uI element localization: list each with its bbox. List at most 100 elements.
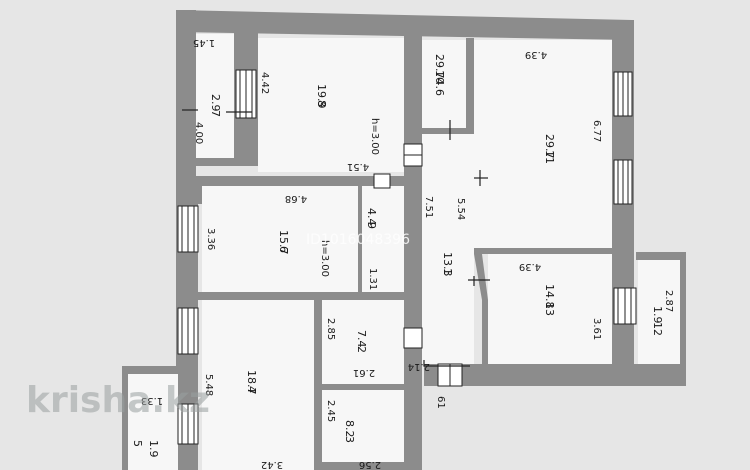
- room-9-area: 4.4: [365, 208, 378, 226]
- room-8-area: 19.9: [315, 84, 328, 109]
- room-4-area: 18.7: [245, 370, 258, 395]
- wall-11-13: [474, 248, 614, 254]
- dim-2-87: 2.87: [663, 290, 674, 312]
- room-7-area: 2.9: [209, 94, 222, 112]
- window-4: [177, 307, 199, 355]
- dim-2-61: 2.61: [353, 367, 375, 378]
- room-5-label: 5: [131, 440, 144, 447]
- room-2: [322, 300, 404, 384]
- dim-3-42: 3.42: [261, 459, 283, 470]
- room-11: [474, 40, 612, 248]
- dim-1-31: 1.31: [367, 268, 378, 290]
- room-4-label: 4: [245, 386, 258, 393]
- wall-3-bottom: [322, 462, 406, 470]
- window-6: [177, 205, 199, 253]
- dim-4-42: 4.42: [259, 72, 270, 94]
- window-11: [613, 71, 633, 117]
- dim-5-48: 5.48: [203, 374, 214, 396]
- room-fills: [128, 34, 680, 470]
- brand-watermark: krisha.kz: [26, 380, 210, 421]
- dim-h-3-00: h=3.00: [369, 118, 380, 155]
- wall-6-4: [196, 292, 408, 300]
- room-10-label: 10: [433, 70, 446, 84]
- dim-1-33: 1.33: [141, 395, 163, 406]
- room-3: [322, 390, 404, 462]
- wall-6-9: [358, 186, 362, 294]
- dim-1-45: 1.45: [193, 37, 215, 48]
- room-11-area: 29.7: [543, 134, 556, 159]
- room-12-label: 12: [651, 322, 664, 336]
- windows: [177, 69, 637, 445]
- room-9-label: 9: [365, 222, 378, 229]
- room-4: [202, 300, 314, 470]
- wall-balcony-left-side: [122, 366, 128, 470]
- dimension-labels: 1.45 4.00 4.42 h=3.00 4.51 4.39 6.77 4.6…: [141, 37, 674, 470]
- dim-6-77: 6.77: [591, 120, 602, 142]
- door-9: [373, 173, 391, 189]
- room-12-area: 1.9: [651, 306, 664, 324]
- room-6-label: 6: [277, 246, 290, 253]
- dim-2-85: 2.85: [325, 318, 336, 340]
- room-8-label: 8: [315, 100, 328, 107]
- room-11-label: 11: [543, 150, 556, 164]
- room-8: [258, 38, 404, 172]
- room-13-label: 13: [543, 302, 556, 316]
- dim-4-51: 4.51: [347, 161, 369, 172]
- room-3-area: 8.2: [343, 420, 356, 438]
- wall-4-2: [314, 298, 322, 470]
- wall-top: [176, 10, 632, 40]
- wall-10-bottom: [422, 128, 470, 134]
- window-7: [235, 69, 257, 119]
- wall-2-3: [322, 384, 406, 390]
- dim-2-45: 2.45: [325, 400, 336, 422]
- room-13: [488, 254, 612, 364]
- room-1-label: 1: [441, 268, 454, 275]
- room-2-label: 2: [355, 346, 368, 353]
- dim-5-54: 5.54: [455, 198, 466, 220]
- room-9: [362, 186, 404, 292]
- doors: [373, 143, 463, 387]
- room-1-area: 13.3: [441, 252, 454, 277]
- door-2: [403, 327, 423, 349]
- room-10: [422, 40, 466, 128]
- room-10-area: 29.74.6: [433, 54, 446, 96]
- window-13: [613, 287, 637, 325]
- wall-balcony-right: [680, 252, 686, 386]
- wall-central: [404, 34, 422, 470]
- dim-4-39-top: 4.39: [525, 49, 547, 60]
- dim-3-36: 3.36: [205, 228, 216, 250]
- wall-balcony-left-top: [122, 366, 178, 374]
- dim-4-39-mid: 4.39: [519, 261, 541, 272]
- room-12: [638, 260, 680, 364]
- wall-13-left: [474, 254, 488, 368]
- room-6: [202, 186, 358, 292]
- dim-61: 61: [435, 396, 446, 409]
- wall-bottom-right: [424, 364, 686, 386]
- room-3-label: 3: [343, 436, 356, 443]
- dim-4-68: 4.68: [285, 193, 307, 204]
- interior-lines: [182, 109, 490, 367]
- dim-7-51: 7.51: [423, 196, 434, 218]
- room-labels: 7 2.9 8 19.9 10 29.74.6 11 29.7 6 15.7 9…: [131, 54, 664, 458]
- dim-4-00: 4.00: [193, 122, 204, 144]
- room-13-area: 14.8: [543, 284, 556, 309]
- dim-h-3-00-b: h=3.00: [319, 240, 330, 277]
- wall-8-6: [196, 176, 424, 186]
- room-7-label: 7: [209, 110, 222, 117]
- room-1: [422, 134, 474, 364]
- wall-7-bottom: [196, 158, 258, 166]
- listing-id-watermark: ID1016048396: [306, 232, 410, 248]
- room-6-area: 15.7: [277, 230, 290, 255]
- room-7: [196, 34, 234, 158]
- room-5: [128, 374, 178, 470]
- room-5-area: 1.9: [147, 440, 160, 458]
- dim-2-14: 2.14: [408, 361, 430, 372]
- window-4-lower: [177, 403, 199, 445]
- wall-balcony-top: [636, 252, 686, 260]
- window-11-lower: [613, 159, 633, 205]
- room-2-area: 7.4: [355, 330, 368, 348]
- dim-3-61: 3.61: [591, 318, 602, 340]
- wall-left-upper: [176, 10, 196, 200]
- dim-2-56: 2.56: [359, 459, 381, 470]
